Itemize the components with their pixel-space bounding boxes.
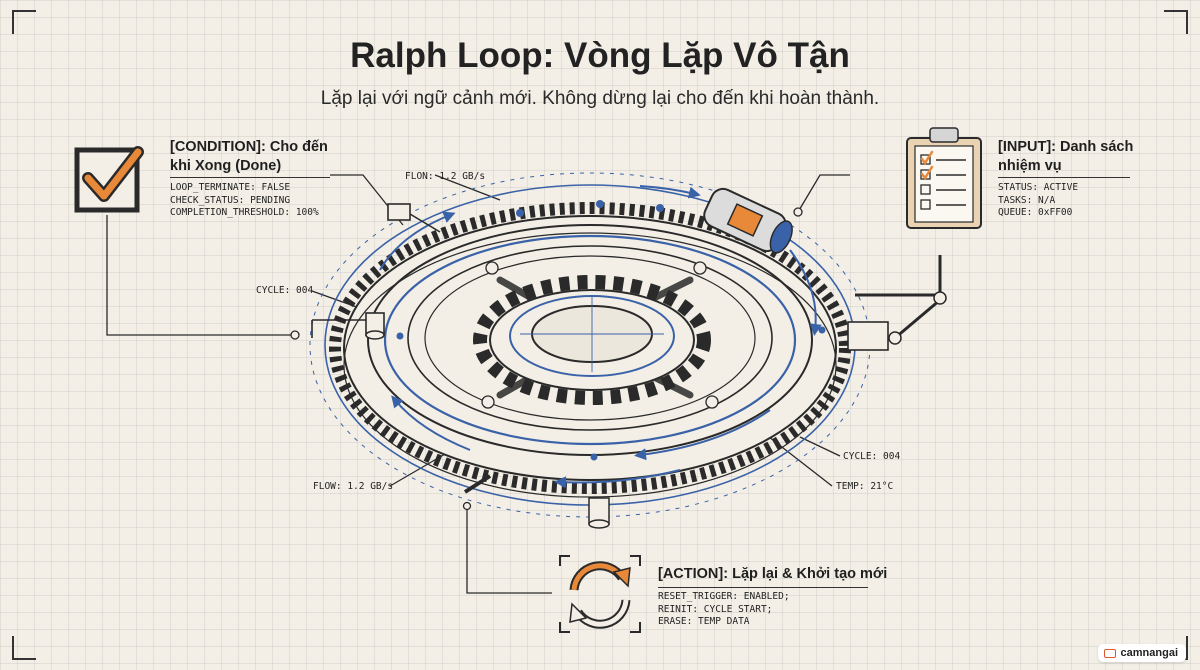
condition-title-line: khi Xong (Done) xyxy=(170,158,282,174)
input-title-line: nhiệm vụ xyxy=(998,158,1062,174)
action-line: REINIT: CYCLE START; xyxy=(658,603,773,615)
flow-top-label: FLON: 1.2 GB/s xyxy=(405,171,486,182)
checkbox-check-icon xyxy=(74,146,144,213)
action-title: [ACTION]: Lặp lại & Khởi tạo mới xyxy=(658,566,888,582)
temp-label: TEMP: 21°C xyxy=(836,481,894,492)
input-line: TASKS: N/A xyxy=(998,194,1056,206)
refresh-cycle-icon xyxy=(559,555,641,633)
cycle-sensor xyxy=(311,312,385,340)
condition-title-line: [CONDITION]: Cho đến xyxy=(170,139,328,155)
page-title: Ralph Loop: Vòng Lặp Vô Tận xyxy=(350,36,850,75)
flow-bottom-label: FLOW: 1.2 GB/s xyxy=(313,481,394,492)
outer-gear-teeth xyxy=(329,202,851,494)
condition-title: [CONDITION]: Cho đến khi Xong (Done) xyxy=(170,138,328,176)
page-subtitle: Lặp lại với ngữ cảnh mới. Không dừng lại… xyxy=(320,88,880,109)
corner-mark xyxy=(12,636,36,660)
action-line: ERASE: TEMP DATA xyxy=(658,616,750,627)
input-line: QUEUE: 0xFF00 xyxy=(998,207,1073,218)
inner-gear-teeth xyxy=(473,275,711,405)
condition-line: LOOP_TERMINATE: FALSE xyxy=(170,182,291,193)
input-title-line: [INPUT]: Danh sách xyxy=(998,139,1134,155)
cycle-right-label: CYCLE: 004 xyxy=(843,451,901,462)
brand-badge: camnangai xyxy=(1097,644,1186,662)
cycle-left-label: CYCLE: 004 xyxy=(256,285,314,296)
brand-logo-icon xyxy=(1103,648,1116,658)
action-details: RESET_TRIGGER: ENABLED;REINIT: CYCLE STA… xyxy=(658,591,790,629)
clipboard-checklist-icon xyxy=(906,127,982,229)
action-line: RESET_TRIGGER: ENABLED; xyxy=(658,591,790,602)
input-capsule xyxy=(703,187,793,254)
brand-name: camnangai xyxy=(1120,647,1178,659)
condition-line: COMPLETION_THRESHOLD: 100% xyxy=(170,207,319,218)
corner-mark xyxy=(12,10,36,34)
top-sensor xyxy=(387,203,441,233)
action-rule xyxy=(658,587,868,588)
condition-rule xyxy=(170,177,330,178)
condition-line: CHECK_STATUS: PENDING xyxy=(170,194,291,206)
corner-mark xyxy=(1164,10,1188,34)
input-line: STATUS: ACTIVE xyxy=(998,182,1079,193)
input-title: [INPUT]: Danh sách nhiệm vụ xyxy=(998,138,1133,176)
input-rule xyxy=(998,177,1130,178)
